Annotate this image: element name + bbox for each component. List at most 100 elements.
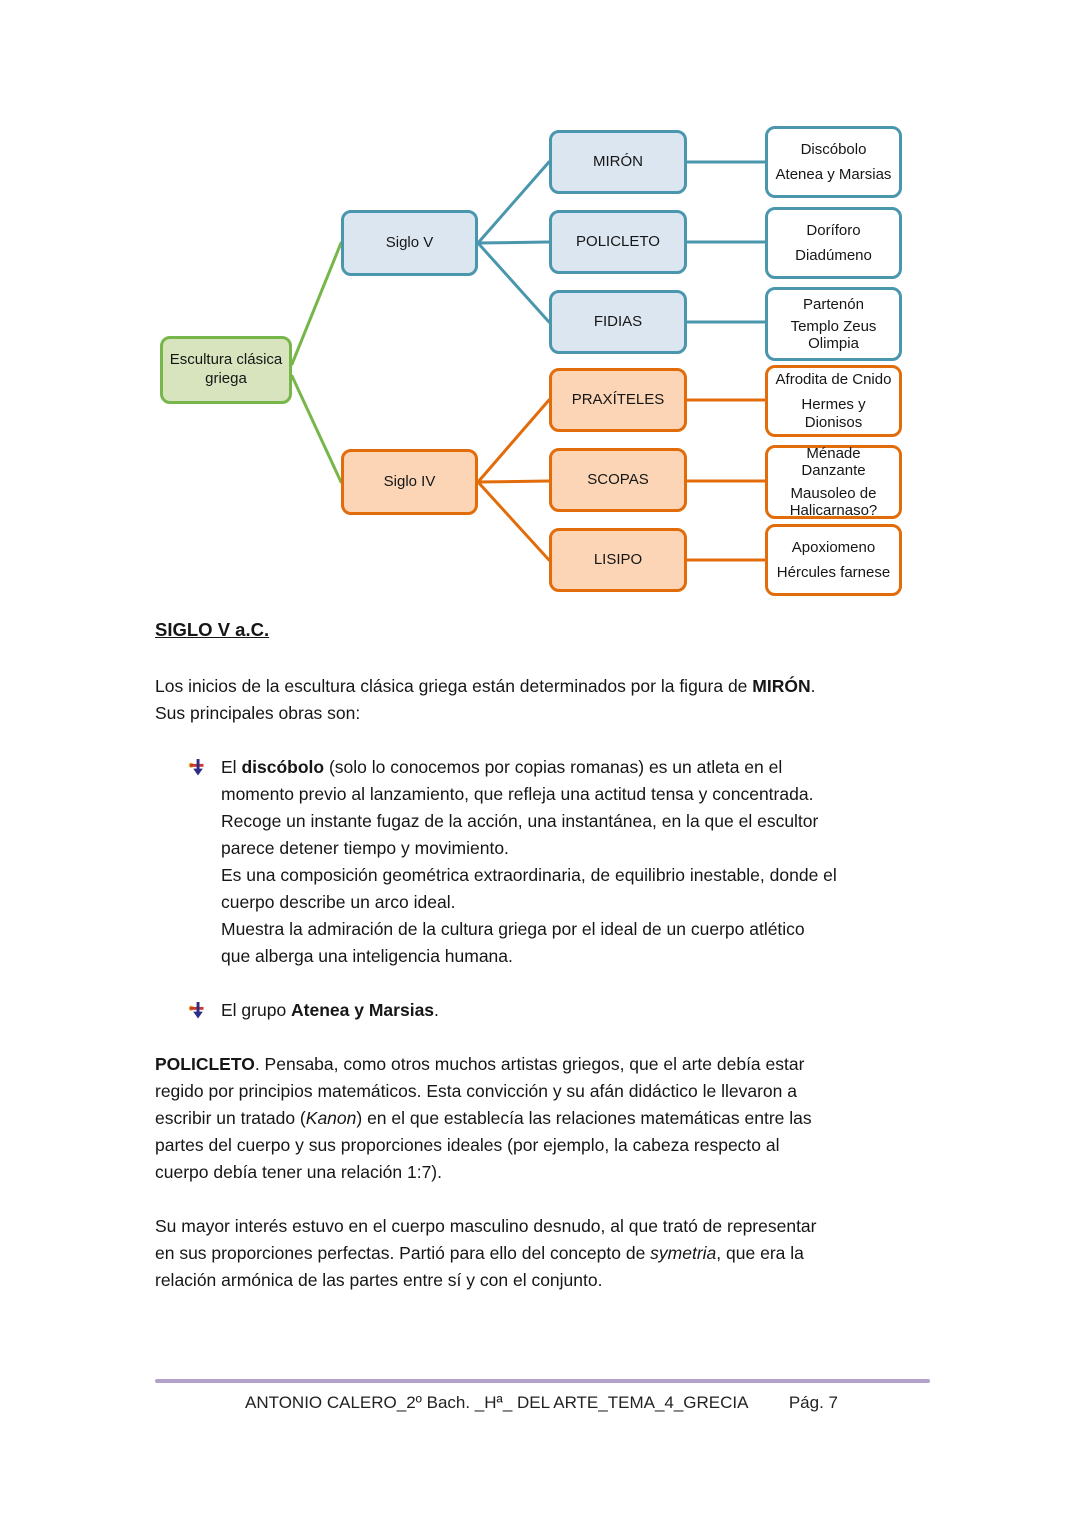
text-line: en sus proporciones perfectas. Partió pa…: [155, 1240, 930, 1267]
text-run: MIRÓN: [752, 676, 811, 696]
work-box-scopas: Ménade Danzante Mausoleo de Halicarnaso?: [765, 445, 902, 519]
node-miron: MIRÓN: [549, 130, 687, 194]
text-run: . Pensaba, como otros muchos artistas gr…: [254, 1054, 805, 1074]
node-fidias: FIDIAS: [549, 290, 687, 354]
text-run: Sus principales obras son:: [155, 703, 361, 723]
node-siglo-v-label: Siglo V: [385, 233, 434, 251]
text-line: parece detener tiempo y movimiento.: [221, 835, 930, 862]
node-siglo-iv: Siglo IV: [341, 449, 478, 515]
text-run: Atenea y Marsias: [291, 1000, 435, 1020]
work-box-lisipo: Apoxiomeno Hércules farnese: [765, 524, 902, 596]
text-line: escribir un tratado (Kanon) en el que es…: [155, 1105, 930, 1132]
text-run: escribir un tratado (: [155, 1108, 306, 1128]
paragraphs-container: Los inicios de la escultura clásica grie…: [155, 673, 930, 1294]
text-run: Recoge un instante fugaz de la acción, u…: [221, 811, 819, 831]
text-run: momento previo al lanzamiento, que refle…: [221, 784, 814, 804]
node-root-label: Escultura clásica griega: [169, 351, 283, 387]
text-run: (solo lo conocemos por copias romanas) e…: [324, 757, 783, 777]
work-box-fidias: Partenón Templo Zeus Olimpia: [765, 287, 902, 361]
footer-page-number: Pág. 7: [788, 1393, 838, 1412]
work-line: Partenón: [803, 295, 864, 313]
work-line: Doríforo: [806, 221, 861, 239]
text-line: Recoge un instante fugaz de la acción, u…: [221, 808, 930, 835]
text-line: Los inicios de la escultura clásica grie…: [155, 673, 930, 700]
work-line: Apoxiomeno: [791, 538, 876, 556]
footer-divider: [155, 1379, 930, 1383]
work-line: Ménade Danzante: [801, 445, 866, 480]
text-line: Sus principales obras son:: [155, 700, 930, 727]
text-line: El discóbolo (solo lo conocemos por copi…: [221, 754, 930, 781]
text-line: cuerpo debía tener una relación 1:7).: [155, 1159, 930, 1186]
text-run: Es una composición geométrica extraordin…: [221, 865, 837, 885]
node-lisipo-label: LISIPO: [593, 550, 643, 568]
node-miron-label: MIRÓN: [593, 152, 643, 170]
text-line: cuerpo describe un arco ideal.: [221, 889, 930, 916]
text-run: POLICLETO: [155, 1054, 255, 1074]
text-run: Muestra la admiración de la cultura grie…: [221, 919, 805, 939]
arrow-bullet-icon: [188, 1002, 204, 1019]
work-line: Afrodita de Cnido: [775, 371, 892, 389]
footer-author-text: ANTONIO CALERO_2º Bach. _Hª_ DEL ARTE_TE…: [245, 1393, 749, 1412]
bullet-text: El grupo Atenea y Marsias.: [221, 997, 930, 1024]
text-run: partes del cuerpo y sus proporciones ide…: [155, 1135, 780, 1155]
text-line: partes del cuerpo y sus proporciones ide…: [155, 1132, 930, 1159]
work-line: Templo Zeus Olimpia: [790, 317, 877, 353]
paragraph: Su mayor interés estuvo en el cuerpo mas…: [155, 1213, 930, 1294]
node-policleto: POLICLETO: [549, 210, 687, 274]
text-line: que alberga una inteligencia humana.: [221, 943, 930, 970]
node-policleto-label: POLICLETO: [576, 232, 660, 250]
bullet-text: El discóbolo (solo lo conocemos por copi…: [221, 754, 930, 970]
text-run: parece detener tiempo y movimiento.: [221, 838, 509, 858]
text-run: , que era la: [716, 1243, 804, 1263]
work-box-policleto: Doríforo Diadúmeno: [765, 207, 902, 279]
text-line: Muestra la admiración de la cultura grie…: [221, 916, 930, 943]
page-footer: ANTONIO CALERO_2º Bach. _Hª_ DEL ARTE_TE…: [155, 1379, 930, 1413]
work-line: Diadúmeno: [795, 247, 872, 264]
arrow-bullet-icon: [188, 759, 204, 776]
text-run: El grupo: [221, 1000, 292, 1020]
node-praxiteles: PRAXÍTELES: [549, 368, 687, 432]
work-line: Atenea y Marsias: [775, 166, 892, 183]
text-run: .: [810, 676, 816, 696]
text-run: relación armónica de las partes entre sí…: [155, 1270, 603, 1290]
text-line: Su mayor interés estuvo en el cuerpo mas…: [155, 1213, 930, 1240]
node-siglo-v: Siglo V: [341, 210, 478, 276]
work-box-miron: Discóbolo Atenea y Marsias: [765, 126, 902, 198]
text-run: .: [434, 1000, 439, 1020]
text-run: regido por principios matemáticos. Esta …: [155, 1081, 797, 1101]
work-box-praxiteles: Afrodita de Cnido Hermes y Dionisos: [765, 365, 902, 437]
text-line: El grupo Atenea y Marsias.: [221, 997, 930, 1024]
connector-lines: [290, 160, 767, 562]
text-run: ) en el que establecía las relaciones ma…: [356, 1108, 812, 1128]
bullet-item: El discóbolo (solo lo conocemos por copi…: [155, 754, 930, 970]
text-run: que alberga una inteligencia humana.: [221, 946, 513, 966]
node-scopas: SCOPAS: [549, 448, 687, 512]
paragraph: Los inicios de la escultura clásica grie…: [155, 673, 930, 727]
text-run: symetria: [650, 1243, 717, 1263]
text-run: cuerpo debía tener una relación 1:7).: [155, 1162, 442, 1182]
text-run: discóbolo: [241, 757, 325, 777]
work-line: Mausoleo de Halicarnaso?: [789, 484, 878, 519]
work-line: Hermes y Dionisos: [801, 396, 866, 431]
text-line: momento previo al lanzamiento, que refle…: [221, 781, 930, 808]
text-run: en sus proporciones perfectas. Partió pa…: [155, 1243, 651, 1263]
text-run: Su mayor interés estuvo en el cuerpo mas…: [155, 1216, 817, 1236]
text-run: Los inicios de la escultura clásica grie…: [155, 676, 753, 696]
text-run: Kanon: [305, 1108, 357, 1128]
sculpture-concept-map: Escultura clásica griega Siglo V Siglo I…: [0, 0, 1080, 620]
node-lisipo: LISIPO: [549, 528, 687, 592]
paragraph: POLICLETO. Pensaba, como otros muchos ar…: [155, 1051, 930, 1186]
node-siglo-iv-label: Siglo IV: [383, 472, 436, 490]
node-root: Escultura clásica griega: [160, 336, 292, 404]
text-line: POLICLETO. Pensaba, como otros muchos ar…: [155, 1051, 930, 1078]
text-line: regido por principios matemáticos. Esta …: [155, 1078, 930, 1105]
section-heading: SIGLO V a.C.: [155, 619, 270, 640]
text-run: El: [221, 757, 242, 777]
text-run: cuerpo describe un arco ideal.: [221, 892, 456, 912]
text-line: Es una composición geométrica extraordin…: [221, 862, 930, 889]
text-line: relación armónica de las partes entre sí…: [155, 1267, 930, 1294]
body-text: SIGLO V a.C. Los inicios de la escultura…: [155, 618, 930, 1294]
node-praxiteles-label: PRAXÍTELES: [571, 390, 665, 408]
work-line: Discóbolo: [800, 140, 867, 158]
